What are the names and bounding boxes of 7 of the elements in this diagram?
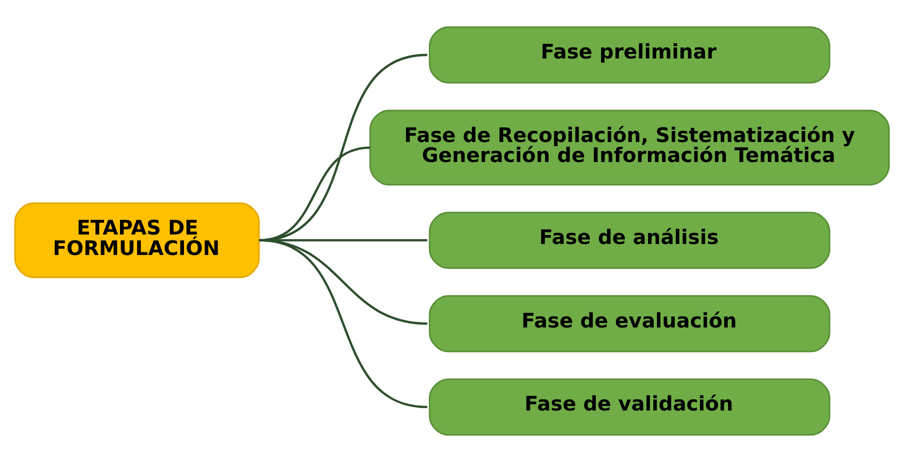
connector (258, 239, 428, 408)
node-box: Fase de evaluación (428, 295, 830, 352)
node-box: Fase preliminar (428, 26, 830, 84)
node-box: Fase de validación (428, 378, 830, 436)
node-box: ETAPAS DE FORMULACIÓN (14, 202, 260, 278)
node-box: Fase de Recopilación, Sistematización y Generación de Información Temática (369, 110, 890, 186)
node-box: Fase de análisis (428, 212, 830, 269)
